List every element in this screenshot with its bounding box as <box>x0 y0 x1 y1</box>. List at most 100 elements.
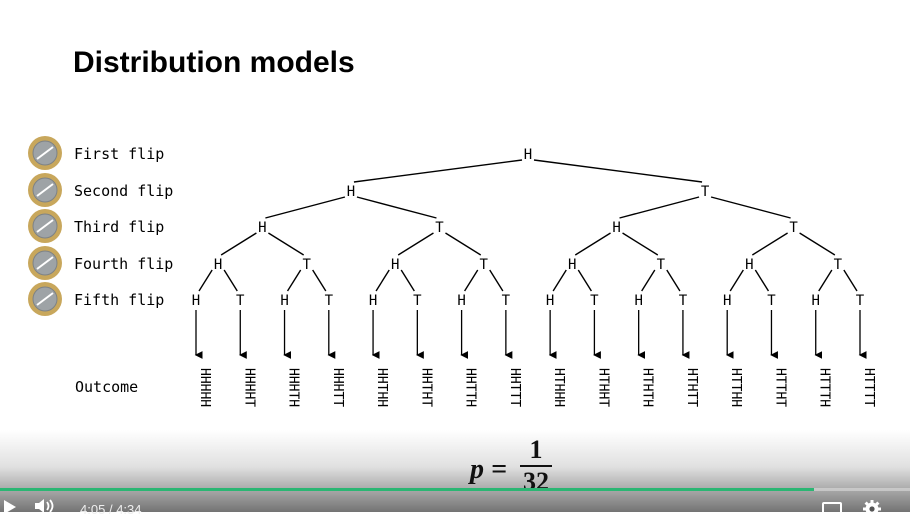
time-display: 4:05 / 4:34 <box>80 502 142 517</box>
tree-node: H <box>457 293 465 309</box>
outcome-sequence: HTTTT <box>861 368 876 407</box>
outcome-sequence: HTTTH <box>817 368 832 407</box>
tree-edge <box>818 269 833 292</box>
outcome-sequence: HHTHT <box>418 368 433 407</box>
tree-edge <box>666 269 681 292</box>
tree-node: H <box>546 293 554 309</box>
tree-node: H <box>258 220 266 236</box>
tree-edge <box>400 269 415 292</box>
tree-node: T <box>325 293 334 309</box>
current-time: 4:05 <box>80 502 106 517</box>
row-label: Fifth flip <box>74 291 164 309</box>
outcome-sequence: HHTTT <box>507 368 522 407</box>
tree-node: T <box>767 293 776 309</box>
tree-edge <box>574 232 611 256</box>
outcome-sequence: HTTHH <box>728 368 743 407</box>
tree-edge <box>312 269 327 292</box>
tree-node: H <box>634 293 642 309</box>
tree-node: T <box>701 184 710 200</box>
tree-node: T <box>435 220 444 236</box>
outcome-sequence: HTHTT <box>684 368 699 407</box>
tree-edge <box>220 232 257 256</box>
tree-node: H <box>347 184 355 200</box>
tree-edge <box>265 196 346 219</box>
tree-node: T <box>502 293 511 309</box>
coin-emblem <box>36 256 54 270</box>
tree-edge <box>198 269 213 292</box>
tree-edge <box>489 269 504 292</box>
tree-edge <box>286 269 302 292</box>
tree-node: T <box>657 257 666 273</box>
tree-node: T <box>236 293 245 309</box>
outcome-sequence: HHTTH <box>463 368 478 407</box>
tree-node: H <box>214 257 222 273</box>
tree-edge <box>729 269 744 292</box>
tree-edge <box>754 269 770 292</box>
coin-emblem <box>36 146 54 160</box>
outcome-sequence: HHHHT <box>241 368 256 407</box>
tree-node: T <box>856 293 865 309</box>
duration: 4:34 <box>116 502 142 517</box>
tree-edge <box>375 269 390 292</box>
tree-edge <box>268 232 305 256</box>
row-label: Second flip <box>74 182 173 200</box>
play-icon[interactable] <box>4 500 16 514</box>
tree-node: T <box>480 257 489 273</box>
tree-node: H <box>192 293 200 309</box>
tree-edge <box>577 269 592 292</box>
outcome-label: Outcome <box>75 378 138 396</box>
player-controls: 4:05 / 4:34 <box>0 494 910 518</box>
outcome-sequence: HHHHH <box>197 368 212 407</box>
tree-edge <box>223 269 238 292</box>
outcome-sequence: HTHTH <box>640 368 655 407</box>
tree-edge <box>622 232 659 256</box>
tree-node: H <box>568 257 576 273</box>
tree-node: H <box>612 220 620 236</box>
formula-lhs: p = <box>470 454 507 485</box>
tree-node: H <box>812 293 820 309</box>
row-label: Fourth flip <box>74 255 173 273</box>
row-label: First flip <box>74 145 164 163</box>
outcome-sequence: HHHTH <box>286 368 301 407</box>
coin-emblem <box>36 219 54 233</box>
tree-edge <box>619 196 700 219</box>
player-gradient <box>0 430 910 512</box>
tree-edge <box>445 232 482 256</box>
outcome-sequence: HTHHT <box>595 368 610 407</box>
outcome-sequence: HHHTT <box>330 368 345 407</box>
tree-node: H <box>391 257 399 273</box>
settings-icon[interactable] <box>862 499 882 519</box>
tree-node: H <box>369 293 377 309</box>
tree-edge <box>552 269 567 292</box>
tree-edge <box>397 232 434 256</box>
tree-node: H <box>745 257 753 273</box>
slide-title: Distribution models <box>73 46 355 79</box>
tree-edge <box>533 159 703 183</box>
tree-node: T <box>679 293 688 309</box>
coin-emblem <box>36 292 54 306</box>
tree-edge <box>356 196 437 219</box>
formula-denominator: 32 <box>523 467 549 496</box>
tree-edge <box>751 232 788 256</box>
tree-node: T <box>413 293 422 309</box>
progress-bar[interactable] <box>0 488 910 491</box>
tree-edge <box>799 232 836 256</box>
tree-node: H <box>280 293 288 309</box>
outcome-sequence: HTTHT <box>772 368 787 407</box>
tree-edge <box>464 269 479 292</box>
tree-edge <box>353 159 523 183</box>
fraction-bar <box>520 465 552 467</box>
formula-fraction: 1 32 <box>520 436 552 495</box>
row-label: Third flip <box>74 218 164 236</box>
time-separator: / <box>108 502 113 517</box>
tree-node: T <box>302 257 311 273</box>
volume-icon[interactable] <box>34 498 58 514</box>
tree-node: T <box>590 293 599 309</box>
formula-numerator: 1 <box>529 435 543 464</box>
subtitles-icon[interactable] <box>822 502 842 514</box>
outcome-sequence: HHTHH <box>374 368 389 407</box>
tree-node: T <box>834 257 843 273</box>
tree-edge <box>843 269 858 292</box>
